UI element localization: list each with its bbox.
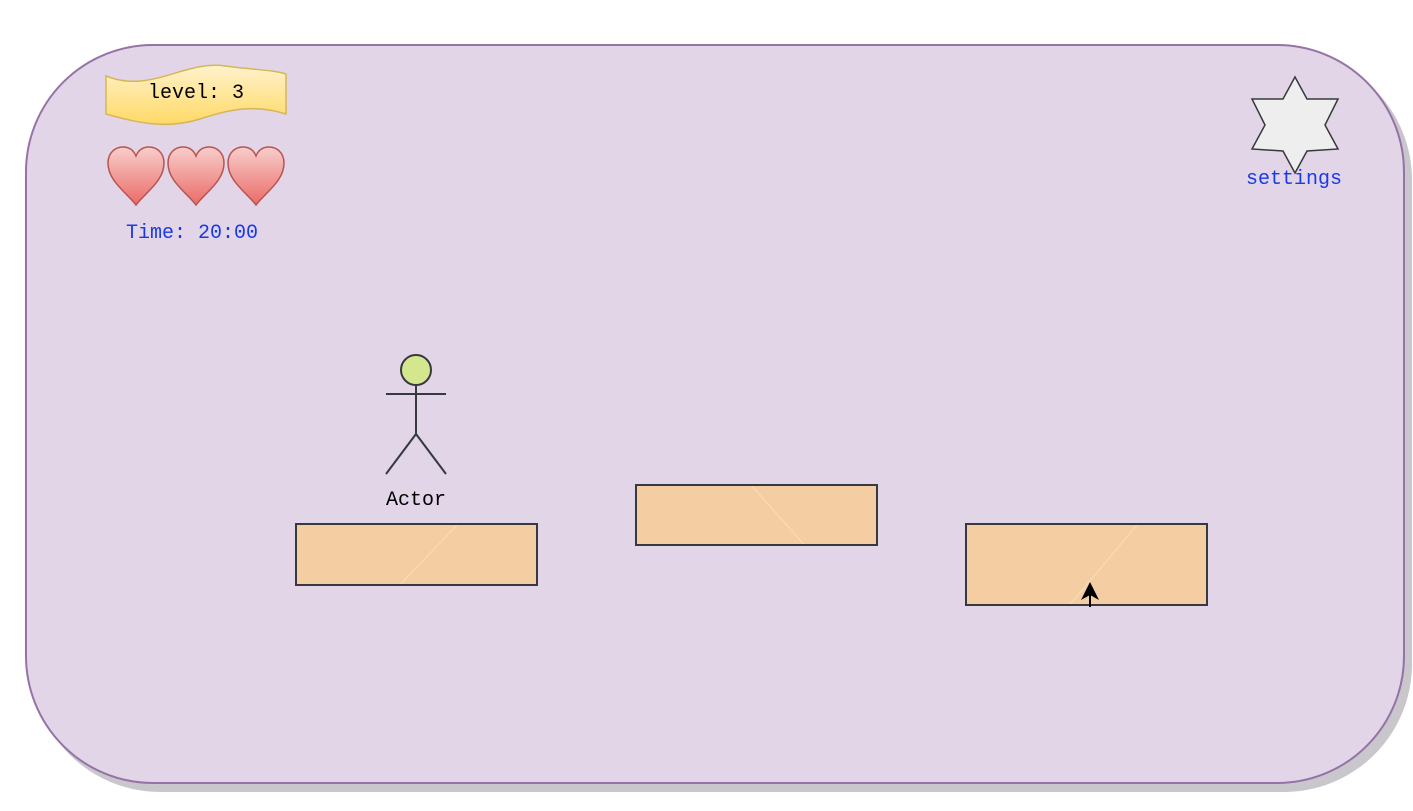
settings-link[interactable]: settings: [1245, 168, 1342, 191]
level-banner: [105, 64, 287, 126]
settings-star-icon[interactable]: [1248, 75, 1342, 175]
heart-icon: [167, 146, 225, 207]
actor-label: Actor: [385, 489, 446, 512]
platform-1: [295, 523, 538, 586]
platform-texture: [1069, 525, 1138, 604]
level-indicator: level: 3: [147, 82, 244, 105]
platform-2: [635, 484, 878, 546]
platform-texture: [399, 525, 458, 584]
actor-icon[interactable]: [380, 352, 452, 478]
heart-icon: [227, 146, 285, 207]
timer-label: Time: 20:00: [126, 222, 259, 245]
platform-3: [965, 523, 1208, 606]
lives-display: [106, 145, 288, 207]
heart-icon: [107, 146, 165, 207]
platform-texture: [751, 486, 805, 544]
